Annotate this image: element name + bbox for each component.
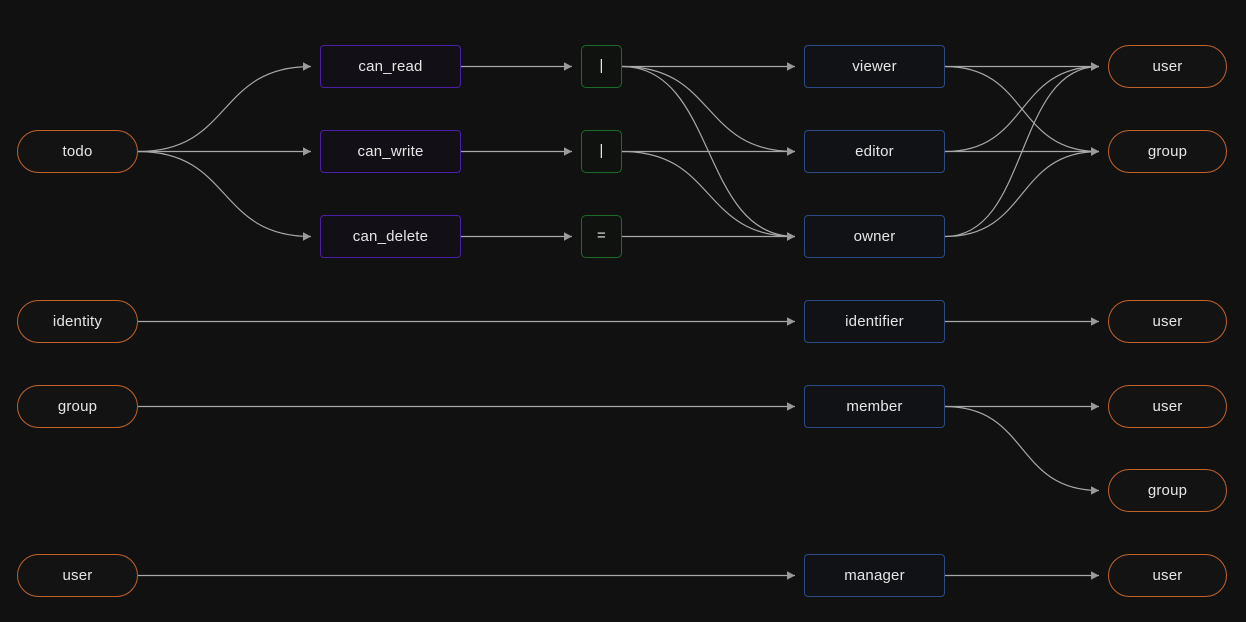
node-label: member bbox=[846, 398, 903, 415]
node-label: user bbox=[62, 567, 93, 584]
edge-todo-to-can_read bbox=[137, 65, 312, 153]
node-label: user bbox=[1152, 398, 1183, 415]
node-label: identifier bbox=[845, 313, 904, 330]
node-manager[interactable]: manager bbox=[804, 554, 945, 597]
arrow-head-icon bbox=[787, 62, 795, 71]
arrow-head-icon bbox=[787, 317, 795, 326]
node-user_2[interactable]: user bbox=[1108, 300, 1227, 343]
arrow-head-icon bbox=[564, 62, 572, 71]
node-user_3[interactable]: user bbox=[1108, 385, 1227, 428]
node-user_5[interactable]: user bbox=[1108, 554, 1227, 597]
edge-editor-to-user_1 bbox=[944, 65, 1100, 153]
node-label: | bbox=[596, 58, 607, 75]
node-can_delete[interactable]: can_delete bbox=[320, 215, 461, 258]
arrow-head-icon bbox=[787, 232, 795, 241]
arrow-head-icon bbox=[1091, 317, 1099, 326]
node-label: user bbox=[1152, 313, 1183, 330]
node-group_2[interactable]: group bbox=[17, 385, 138, 428]
node-label: user bbox=[1152, 567, 1183, 584]
node-can_read[interactable]: can_read bbox=[320, 45, 461, 88]
node-owner[interactable]: owner bbox=[804, 215, 945, 258]
arrow-head-icon bbox=[564, 147, 572, 156]
arrow-head-icon bbox=[1091, 62, 1099, 71]
node-label: manager bbox=[844, 567, 905, 584]
node-label: | bbox=[596, 143, 607, 160]
edge-owner-to-group_1 bbox=[944, 150, 1100, 238]
arrow-head-icon bbox=[1091, 147, 1099, 156]
edge-viewer-to-group_1 bbox=[944, 65, 1100, 153]
node-user_4[interactable]: user bbox=[17, 554, 138, 597]
node-op_or_1[interactable]: | bbox=[581, 45, 622, 88]
node-identifier[interactable]: identifier bbox=[804, 300, 945, 343]
arrow-head-icon bbox=[1091, 62, 1099, 71]
arrow-head-icon bbox=[303, 62, 311, 71]
edge-op_or_1-to-editor bbox=[621, 65, 796, 153]
edge-op_or_2-to-owner bbox=[621, 150, 796, 238]
node-label: group bbox=[1147, 143, 1188, 160]
node-label: can_read bbox=[358, 58, 423, 75]
node-member[interactable]: member bbox=[804, 385, 945, 428]
arrow-head-icon bbox=[1091, 147, 1099, 156]
node-viewer[interactable]: viewer bbox=[804, 45, 945, 88]
node-label: todo bbox=[62, 143, 93, 160]
node-label: owner bbox=[853, 228, 896, 245]
edge-op_or_1-to-owner bbox=[621, 65, 796, 238]
node-label: viewer bbox=[852, 58, 897, 75]
node-editor[interactable]: editor bbox=[804, 130, 945, 173]
edge-owner-to-user_1 bbox=[944, 65, 1100, 238]
arrow-head-icon bbox=[787, 402, 795, 411]
node-todo[interactable]: todo bbox=[17, 130, 138, 173]
node-label: = bbox=[596, 228, 607, 245]
node-can_write[interactable]: can_write bbox=[320, 130, 461, 173]
arrow-head-icon bbox=[303, 232, 311, 241]
node-label: user bbox=[1152, 58, 1183, 75]
node-label: identity bbox=[52, 313, 103, 330]
arrow-head-icon bbox=[787, 232, 795, 241]
arrow-head-icon bbox=[1091, 62, 1099, 71]
edge-todo-to-can_delete bbox=[137, 150, 312, 238]
arrow-head-icon bbox=[1091, 486, 1099, 495]
arrow-head-icon bbox=[564, 232, 572, 241]
arrow-head-icon bbox=[787, 571, 795, 580]
node-label: can_write bbox=[357, 143, 424, 160]
node-user_1[interactable]: user bbox=[1108, 45, 1227, 88]
node-label: group bbox=[57, 398, 98, 415]
node-label: can_delete bbox=[352, 228, 429, 245]
arrow-head-icon bbox=[787, 147, 795, 156]
node-label: editor bbox=[855, 143, 894, 160]
node-identity[interactable]: identity bbox=[17, 300, 138, 343]
edge-member-to-group_3 bbox=[944, 405, 1100, 492]
arrow-head-icon bbox=[1091, 147, 1099, 156]
node-label: group bbox=[1147, 482, 1188, 499]
node-op_or_2[interactable]: | bbox=[581, 130, 622, 173]
arrow-head-icon bbox=[787, 147, 795, 156]
arrow-head-icon bbox=[303, 147, 311, 156]
arrow-head-icon bbox=[1091, 571, 1099, 580]
arrow-head-icon bbox=[1091, 402, 1099, 411]
node-group_3[interactable]: group bbox=[1108, 469, 1227, 512]
node-op_eq_1[interactable]: = bbox=[581, 215, 622, 258]
arrow-head-icon bbox=[787, 232, 795, 241]
node-group_1[interactable]: group bbox=[1108, 130, 1227, 173]
